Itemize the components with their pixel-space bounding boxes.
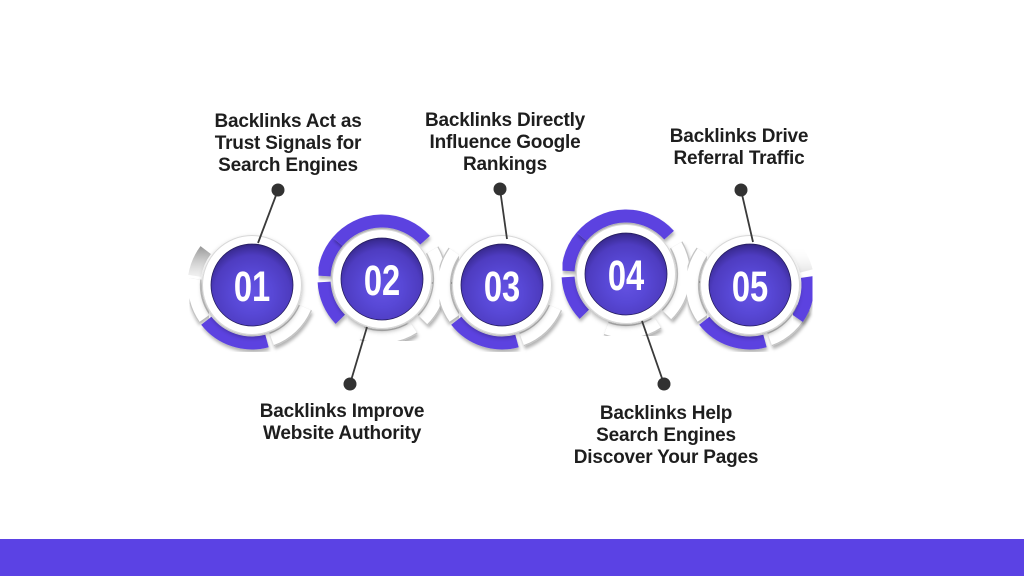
step-disc [584,232,668,316]
connector-line [257,189,279,244]
ribbon-arc-white [360,322,417,343]
ribbon-arc-purple [201,316,269,350]
ribbon-arc-white [662,242,690,320]
step-number: 02 [364,257,400,305]
ribbon-arc-white [686,248,708,322]
connector-dot [493,182,507,196]
step-label-5: Backlinks Drive Referral Traffic [669,126,809,169]
ribbon-arc-purple [792,275,815,323]
step-label-3: Backlinks Directly Influence Google Rank… [424,110,586,175]
connector-line [740,189,754,243]
ribbon-arc-purple [699,316,767,350]
connector-dot [734,183,748,197]
step-number: 05 [732,263,768,311]
ribbon-arc-white [519,305,561,346]
ribbon-arc-purple [332,214,430,247]
connector-dot [343,377,357,391]
step-disc [460,243,544,327]
connector-line [499,188,508,240]
connector-dot [657,377,671,391]
step-number: 03 [484,263,520,311]
connector-line [641,320,665,385]
step-number: 04 [608,252,645,300]
step-label-1: Backlinks Act as Trust Signals for Searc… [214,111,362,176]
ribbon-arc-purple [561,276,590,319]
step-circles: 01 02 03 04 05 [202,224,800,335]
ribbon-arc-purple [576,209,674,242]
step-disc [340,237,424,321]
ribbon-fade-tail [786,240,813,273]
step-disc [210,243,294,327]
step-disc [708,243,792,327]
label-connectors [257,182,754,391]
ribbon-arc-purple [561,232,587,272]
ribbon-arc-purple [317,237,343,277]
ribbon-arc-white [269,305,311,346]
step-label-4: Backlinks Help Search Engines Discover Y… [573,403,759,468]
ribbon-arc-purple [317,281,346,324]
ribbon-arcs [186,209,815,350]
ribbon-arc-white [604,317,661,338]
ribbon-arc-purple [451,316,519,350]
connector-line [349,326,368,385]
connector-dot [271,183,285,197]
step-number: 01 [234,263,270,311]
ribbon-fade-lead [188,246,212,278]
step-label-2: Backlinks Improve Website Authority [259,401,425,444]
bottom-accent-bar [0,539,1024,576]
ribbon-arc-white [438,248,460,322]
ribbon-arc-white [188,278,210,322]
